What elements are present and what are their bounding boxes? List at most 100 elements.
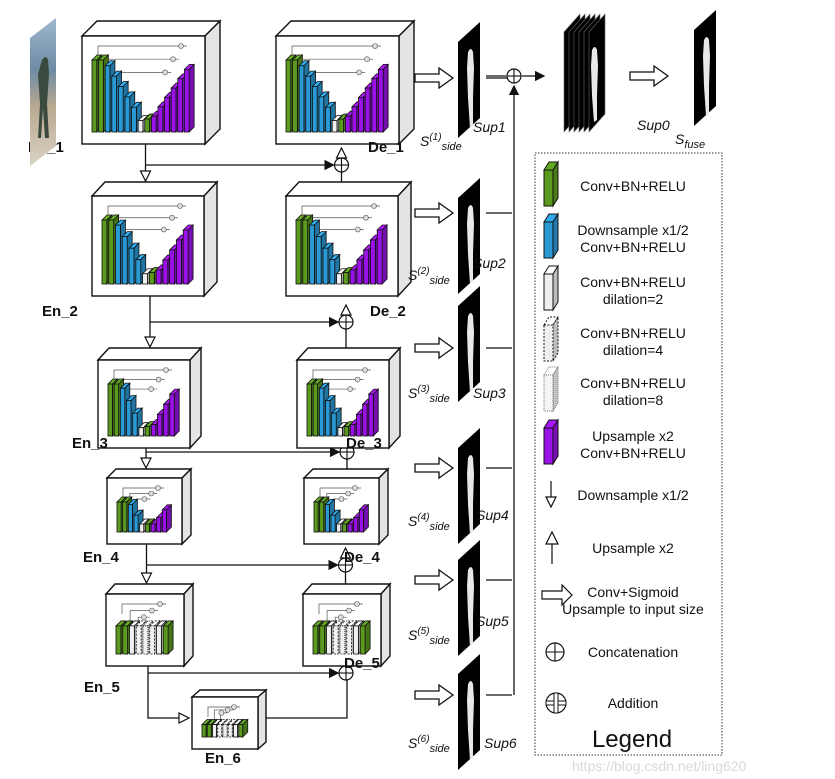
block-front-face bbox=[342, 272, 349, 285]
block-front-face bbox=[206, 724, 212, 738]
block-front-face bbox=[101, 219, 108, 285]
foreground-mask bbox=[467, 313, 474, 392]
box-side-face bbox=[378, 467, 389, 546]
block-front-face bbox=[347, 523, 353, 533]
block-front-face bbox=[359, 625, 366, 655]
box-top-face bbox=[96, 347, 203, 361]
legend-item-text: Conv+BN+RELU bbox=[580, 375, 686, 391]
decoder-label: De_3 bbox=[346, 435, 382, 452]
concat-node-icon bbox=[149, 607, 155, 614]
block-front-face bbox=[201, 724, 207, 738]
block-front-face bbox=[358, 97, 364, 133]
decoder-block-5 bbox=[301, 582, 392, 668]
foreground-mask bbox=[467, 681, 474, 760]
concat-node-icon bbox=[231, 704, 237, 710]
down-arrow-icon bbox=[545, 481, 557, 509]
decoder-label: De_2 bbox=[370, 303, 406, 320]
sup-label: Sup1 bbox=[473, 119, 506, 135]
en6-to-de5-line bbox=[266, 680, 348, 719]
block-front-face bbox=[376, 229, 383, 285]
legend-item: Concatenation bbox=[545, 642, 678, 662]
block-front-face bbox=[129, 625, 135, 655]
foreground-mask bbox=[467, 567, 474, 646]
box-top-face bbox=[90, 181, 219, 197]
encoder-label: En_5 bbox=[84, 679, 120, 696]
encoder-block-2 bbox=[90, 180, 219, 298]
side-output-map bbox=[458, 22, 480, 138]
side-label-sub: side bbox=[430, 743, 450, 755]
skip-line bbox=[113, 369, 172, 380]
block-front-face bbox=[238, 724, 244, 738]
block-front-face bbox=[285, 59, 292, 133]
block-front-face bbox=[292, 59, 298, 133]
block-front-face bbox=[326, 625, 332, 655]
box-top-face bbox=[301, 583, 392, 595]
fuse-label-sub: fuse bbox=[684, 139, 705, 151]
block-front-face bbox=[138, 427, 144, 437]
block-front-face bbox=[217, 724, 223, 738]
decoder-label: De_1 bbox=[368, 139, 404, 156]
icon-head bbox=[545, 530, 559, 545]
icon-front bbox=[543, 374, 554, 412]
side-output-map bbox=[458, 540, 480, 656]
connectors bbox=[139, 68, 546, 724]
icon-front bbox=[543, 427, 554, 465]
block-front-face bbox=[325, 106, 331, 133]
block-front-face bbox=[325, 400, 331, 437]
block-front-face bbox=[116, 501, 122, 533]
block-front-face bbox=[144, 523, 150, 533]
side-output-map bbox=[458, 178, 480, 294]
legend-item: Upsample x2 bbox=[545, 530, 674, 564]
legend-title: Legend bbox=[592, 726, 672, 753]
upsample-arrow-icon bbox=[339, 546, 352, 559]
icon-side bbox=[552, 315, 559, 363]
concat-node-icon bbox=[177, 203, 183, 209]
block-front-face bbox=[169, 249, 175, 285]
block-front-face bbox=[157, 414, 163, 437]
concat-node-icon bbox=[354, 376, 361, 383]
side-label: S(2)side bbox=[408, 266, 450, 287]
block-front-face bbox=[133, 514, 139, 533]
icon-side bbox=[552, 264, 559, 312]
legend-item: Downsample x1/2 bbox=[545, 481, 689, 509]
block-front-face bbox=[364, 87, 371, 133]
side-label-sup: (5) bbox=[417, 626, 429, 637]
legend-item: Conv+BN+RELU bbox=[543, 160, 686, 208]
box-side-face bbox=[380, 582, 391, 668]
side-label: S(4)side bbox=[408, 512, 450, 533]
box-top-face bbox=[295, 347, 402, 361]
block-front-face bbox=[227, 724, 233, 738]
skip-line bbox=[318, 603, 363, 614]
side-conv-arrow-icon bbox=[414, 456, 455, 480]
side-output-map bbox=[458, 286, 480, 402]
concat-icon bbox=[338, 314, 354, 330]
block-front-face bbox=[311, 86, 318, 133]
encoder-label: En_3 bbox=[72, 435, 108, 452]
rsu-blocks: En_1En_2En_3En_4En_5En_6De_1De_2De_3De_4… bbox=[28, 18, 416, 767]
skip-line bbox=[312, 369, 371, 380]
block-front-face bbox=[183, 68, 190, 133]
block-front-face bbox=[121, 236, 128, 285]
side-label: S(3)side bbox=[408, 384, 450, 405]
side-label-sup: (4) bbox=[417, 512, 429, 523]
encoder-label: En_2 bbox=[42, 303, 78, 320]
block-side-face bbox=[381, 224, 388, 285]
encoder-block-3 bbox=[96, 346, 203, 450]
side-label-base: S bbox=[408, 735, 418, 751]
skip-line bbox=[121, 603, 166, 614]
block-front-face bbox=[353, 517, 359, 533]
block-front-face bbox=[356, 414, 362, 437]
concat-node-icon bbox=[224, 707, 231, 713]
side-label-sub: side bbox=[442, 141, 462, 153]
side-label-sub: side bbox=[430, 275, 450, 287]
block-front-face bbox=[137, 120, 144, 133]
icon-side bbox=[552, 418, 559, 466]
en5-to-en6-line bbox=[147, 666, 180, 719]
concat-node-icon bbox=[364, 56, 370, 63]
block-front-face bbox=[313, 501, 319, 533]
block-front-face bbox=[315, 236, 322, 285]
concat-node-icon bbox=[346, 607, 352, 614]
block-front-face bbox=[150, 424, 157, 437]
block-front-face bbox=[346, 625, 353, 655]
